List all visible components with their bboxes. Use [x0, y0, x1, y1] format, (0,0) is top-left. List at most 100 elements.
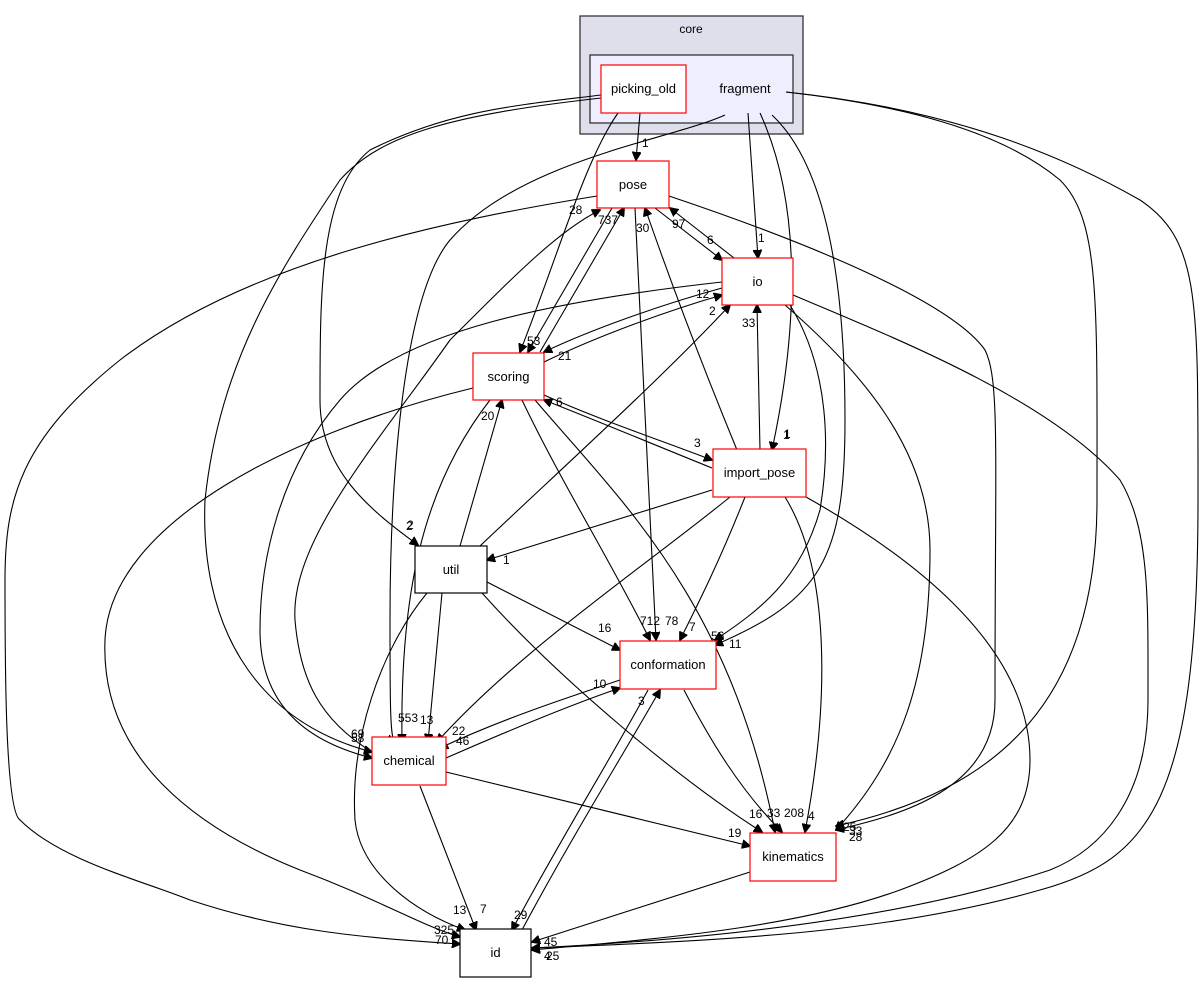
edge-fragment-id[interactable] — [532, 91, 1199, 948]
edge-label[interactable]: 13 — [453, 903, 467, 917]
edge-import_pose-kinematics[interactable] — [784, 496, 823, 832]
edge-conformation-kinematics[interactable] — [683, 689, 782, 832]
edge-label[interactable]: 78 — [665, 614, 679, 628]
edge-label[interactable]: 70 — [435, 933, 449, 947]
edge-picking_old-scoring[interactable] — [520, 112, 619, 352]
edge-label[interactable]: 737 — [598, 213, 618, 227]
edge-label[interactable]: 4 — [544, 949, 551, 963]
edge-scoring-kinematics[interactable] — [534, 399, 775, 832]
edge-label[interactable]: 3 — [694, 436, 701, 450]
node-id[interactable]: id — [459, 928, 532, 978]
node-picking_old[interactable]: picking_old — [600, 64, 687, 114]
edge-label[interactable]: 1 — [783, 428, 790, 442]
edge-conformation-chemical[interactable] — [440, 679, 621, 748]
edge-label[interactable]: 1 — [758, 231, 765, 245]
edge-label[interactable]: 28 — [569, 203, 583, 217]
node-scoring[interactable]: scoring — [472, 352, 545, 401]
edge-id-conformation[interactable] — [521, 690, 660, 931]
edge-label[interactable]: 7 — [480, 902, 487, 916]
edge-chemical-kinematics[interactable] — [445, 771, 750, 846]
edge-label[interactable]: 6 — [707, 233, 714, 247]
edge-fragment-conformation[interactable] — [715, 114, 846, 645]
edge-io-pose[interactable] — [670, 208, 735, 259]
edge-pose-conformation[interactable] — [634, 207, 656, 640]
edge-label[interactable]: 325 — [434, 923, 454, 937]
edge-label[interactable]: 25 — [546, 949, 560, 963]
edge-pose-scoring[interactable] — [528, 207, 613, 352]
edge-label[interactable]: 10 — [593, 677, 607, 691]
edge-fragment-io[interactable] — [747, 112, 758, 258]
edge-fragment-kinematics[interactable] — [785, 91, 1098, 826]
edge-import_pose-chemical[interactable] — [437, 496, 731, 742]
edge-chemical-conformation[interactable] — [445, 688, 620, 759]
edge-import_pose-conformation[interactable] — [680, 496, 746, 640]
edge-conformation-id[interactable] — [512, 689, 649, 930]
edge-chemical-id[interactable] — [419, 785, 476, 930]
edge-import_pose-id[interactable] — [532, 496, 1031, 950]
node-chemical[interactable]: chemical — [371, 736, 447, 786]
edge-label[interactable]: 16 — [749, 807, 763, 821]
edge-scoring-io[interactable] — [543, 295, 722, 363]
edge-label[interactable]: 30 — [636, 221, 650, 235]
edge-util-scoring[interactable] — [459, 400, 502, 547]
edge-import_pose-util[interactable] — [487, 489, 713, 560]
edge-import_pose-pose[interactable] — [645, 208, 738, 451]
edge-label[interactable]: 19 — [728, 826, 742, 840]
edge-scoring-import_pose[interactable] — [543, 394, 712, 460]
edge-io-scoring[interactable] — [544, 287, 723, 352]
edge-util-kinematics[interactable] — [481, 592, 762, 832]
edge-io-conformation[interactable] — [715, 304, 827, 640]
edge-import_pose-io[interactable] — [757, 305, 760, 451]
edge-label[interactable]: 1 — [503, 553, 510, 567]
edge-pose-io[interactable] — [654, 207, 722, 260]
edge-util-chemical[interactable] — [428, 592, 443, 742]
edge-label[interactable]: 21 — [558, 349, 572, 363]
edge-label[interactable]: 33 — [849, 824, 863, 838]
node-conformation[interactable]: conformation — [619, 640, 717, 690]
edge-label[interactable]: 2 — [709, 304, 716, 318]
node-kinematics[interactable]: kinematics — [749, 832, 837, 882]
edge-label[interactable]: 22 — [452, 724, 466, 738]
edge-kinematics-id[interactable] — [532, 871, 751, 942]
edge-label[interactable]: 13 — [420, 713, 434, 727]
edge-label[interactable]: 46 — [456, 734, 470, 748]
edge-scoring-conformation[interactable] — [521, 399, 650, 640]
edge-label[interactable]: 33 — [742, 316, 756, 330]
edge-io-chemical[interactable] — [259, 281, 723, 758]
edge-label[interactable]: 56 — [711, 629, 725, 643]
edge-label[interactable]: 97 — [672, 217, 686, 231]
edge-label[interactable]: 6 — [556, 395, 563, 409]
edge-label[interactable]: 2 — [407, 518, 414, 532]
edge-label[interactable]: 25 — [843, 820, 857, 834]
edge-label[interactable]: 20 — [481, 409, 495, 423]
edge-chemical-pose[interactable] — [294, 210, 600, 753]
edge-label[interactable]: 33 — [767, 806, 781, 820]
edge-label[interactable]: 12 — [696, 287, 710, 301]
edge-scoring-id[interactable] — [104, 387, 474, 937]
edge-label[interactable]: 29 — [514, 908, 528, 922]
edge-label[interactable]: 4 — [808, 809, 815, 823]
edge-scoring-pose[interactable] — [539, 208, 624, 353]
node-util[interactable]: util — [414, 545, 488, 594]
edge-label[interactable]: 1 — [642, 136, 649, 150]
edge-import_pose-scoring[interactable] — [544, 400, 713, 469]
edge-label[interactable]: 208 — [784, 806, 804, 820]
edge-io-kinematics[interactable] — [784, 304, 931, 830]
edge-label[interactable]: 7 — [689, 620, 696, 634]
edge-label[interactable]: 69 — [351, 727, 365, 741]
node-pose[interactable]: pose — [596, 160, 670, 209]
edge-label[interactable]: 45 — [544, 935, 558, 949]
edge-label[interactable]: 11 — [729, 637, 742, 651]
node-import_pose[interactable]: import_pose — [712, 448, 807, 498]
edge-io-id[interactable] — [532, 294, 1149, 948]
node-io[interactable]: io — [721, 257, 794, 306]
edge-label[interactable]: 2 — [406, 519, 413, 533]
edge-pose-kinematics[interactable] — [668, 195, 997, 830]
edge-util-id[interactable] — [353, 592, 465, 930]
edge-label[interactable]: 53 — [527, 334, 541, 348]
edge-util-conformation[interactable] — [486, 581, 620, 650]
edge-label[interactable]: 712 — [640, 614, 660, 628]
edge-fragment-chemical[interactable] — [390, 114, 726, 742]
edge-util-io[interactable] — [479, 305, 730, 547]
edge-label[interactable]: 553 — [398, 711, 418, 725]
